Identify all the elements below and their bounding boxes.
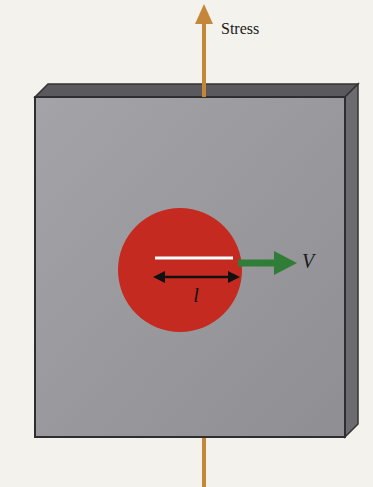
stress-arrowhead xyxy=(195,4,213,24)
velocity-arrow xyxy=(238,260,278,267)
stress-arrow-bottom xyxy=(202,437,206,487)
velocity-label: V xyxy=(302,250,314,273)
stress-zone-fill xyxy=(118,208,242,332)
stress-arrow-top xyxy=(202,22,206,97)
plate-front-face xyxy=(35,97,345,437)
plate-top-face xyxy=(35,84,358,97)
length-arrowhead xyxy=(153,271,165,283)
stress-zone-circle: l xyxy=(118,208,242,332)
plate-side-face xyxy=(345,84,358,437)
crack-illustration xyxy=(118,208,242,332)
velocity-arrowhead xyxy=(274,251,297,275)
crack-line xyxy=(155,257,233,260)
length-arrow xyxy=(162,276,231,279)
length-arrowhead xyxy=(228,271,240,283)
stress-label: Stress xyxy=(221,20,259,38)
crack-length-label: l xyxy=(193,284,199,307)
